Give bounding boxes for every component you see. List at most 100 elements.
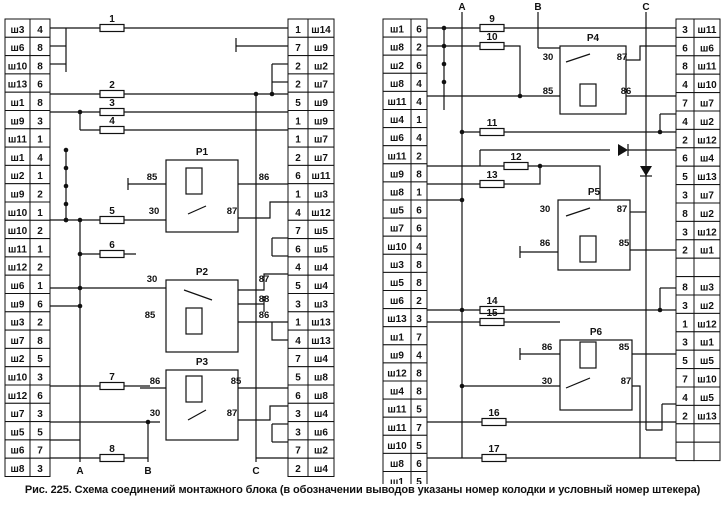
- relay-pin-label: 30: [542, 376, 553, 387]
- pin-label: ш13: [697, 411, 717, 422]
- relay-switch: [187, 409, 207, 421]
- pin-label: 6: [37, 80, 43, 91]
- relay-pin-label: 87: [621, 376, 632, 387]
- pin-label: ш10: [697, 375, 717, 386]
- junction-dot: [441, 61, 447, 67]
- fuse: [479, 127, 505, 137]
- wire: [427, 166, 541, 185]
- pin-label: 7: [682, 375, 688, 386]
- pin-label: 3: [295, 409, 301, 420]
- pin-label: ш1: [390, 332, 404, 343]
- pin-label: ш11: [388, 151, 407, 162]
- pin-label: ш3: [314, 299, 328, 310]
- figure-caption: Рис. 225. Схема соединений монтажного бл…: [24, 484, 701, 496]
- pin-label: ш4: [314, 263, 328, 274]
- pin-label: ш7: [314, 80, 328, 91]
- pin-label: ш6: [11, 281, 25, 292]
- junction-dot: [63, 217, 69, 223]
- pin-label: 2: [37, 226, 43, 237]
- pin-label: 8: [682, 283, 688, 294]
- relay-pin-label: 86: [150, 376, 161, 387]
- junction-dot: [459, 307, 465, 313]
- bus-label: A: [76, 466, 83, 477]
- pin-cell: [693, 441, 721, 462]
- pin-label: 6: [682, 154, 688, 165]
- pin-label: ш4: [314, 409, 328, 420]
- pin-label: ш2: [700, 209, 714, 220]
- pin-label: ш4: [314, 464, 328, 475]
- relay-pin-label: 30: [149, 206, 160, 217]
- pin-label: ш8: [390, 43, 404, 54]
- junction-dot: [63, 147, 69, 153]
- relay-pin-label: 86: [259, 172, 270, 183]
- fuse: [99, 125, 125, 135]
- pin-label: ш2: [11, 354, 25, 365]
- relay-coil: [185, 307, 203, 335]
- junction-dot: [77, 303, 83, 309]
- pin-label: 6: [37, 299, 43, 310]
- pin-label: ш5: [700, 356, 714, 367]
- relay-switch: [183, 289, 213, 301]
- pin-label: ш5: [314, 226, 328, 237]
- fuse-label: 17: [488, 444, 500, 455]
- diode: [640, 166, 652, 176]
- pin-label: 4: [682, 117, 688, 128]
- pin-label: 1: [37, 244, 43, 255]
- pin-label: 2: [416, 151, 422, 162]
- pin-label: 6: [416, 61, 422, 72]
- pin-label: 5: [682, 356, 688, 367]
- junction-dots: [63, 25, 663, 425]
- pin-label: ш1: [700, 246, 714, 257]
- pin-label: 7: [37, 446, 43, 457]
- pin-label: 3: [295, 427, 301, 438]
- pin-label: 8: [416, 387, 422, 398]
- pin-label: ш13: [387, 314, 407, 325]
- pin-label: 2: [295, 153, 301, 164]
- pin-label: 6: [416, 224, 422, 235]
- fuse-label: 3: [109, 98, 115, 109]
- pin-label: 5: [37, 427, 43, 438]
- fuse: [99, 381, 125, 391]
- pin-label: ш12: [8, 263, 28, 274]
- pin-label: ш8: [11, 464, 25, 475]
- pin-label: ш11: [698, 25, 717, 36]
- pin-label: 6: [416, 206, 422, 217]
- pin-label: ш12: [8, 391, 28, 402]
- pin-label: ш10: [387, 441, 407, 452]
- wire: [427, 165, 601, 200]
- fuse: [479, 41, 505, 51]
- pin-label: ш3: [11, 25, 25, 36]
- pin-label: ш10: [697, 80, 717, 91]
- relay-pin-label: 85: [145, 310, 156, 321]
- pin-label: 5: [416, 477, 422, 484]
- junction-dot: [63, 165, 69, 171]
- pin-label: ш1: [11, 98, 25, 109]
- relay-pin-label: 87: [259, 274, 270, 285]
- junction-dot: [459, 197, 465, 203]
- fuse: [99, 89, 125, 99]
- pin-label: ш4: [700, 154, 714, 165]
- pin-label: ш2: [11, 171, 25, 182]
- bus-label: B: [534, 2, 541, 13]
- pin-label: 6: [295, 244, 301, 255]
- relay-pin-label: 87: [227, 206, 238, 217]
- pin-label: 5: [295, 373, 301, 384]
- pin-label: ш14: [311, 25, 331, 36]
- pin-label: 2: [416, 296, 422, 307]
- pin-label: 4: [416, 133, 422, 144]
- junction-dot: [441, 79, 447, 85]
- fuse-label: 12: [510, 152, 522, 163]
- pin-label: 4: [416, 242, 422, 253]
- pin-label: ш9: [11, 190, 25, 201]
- pin-cell: [675, 257, 695, 278]
- pin-label: 1: [37, 171, 43, 182]
- pin-label: ш11: [8, 135, 27, 146]
- relay-pin-label: 30: [543, 52, 554, 63]
- junction-dot: [459, 129, 465, 135]
- pin-label: ш2: [700, 301, 714, 312]
- pin-label: ш4: [390, 115, 404, 126]
- pin-label: ш1: [700, 338, 714, 349]
- pin-label: 7: [416, 423, 422, 434]
- pin-label: 4: [682, 80, 688, 91]
- pin-cell: [675, 423, 695, 443]
